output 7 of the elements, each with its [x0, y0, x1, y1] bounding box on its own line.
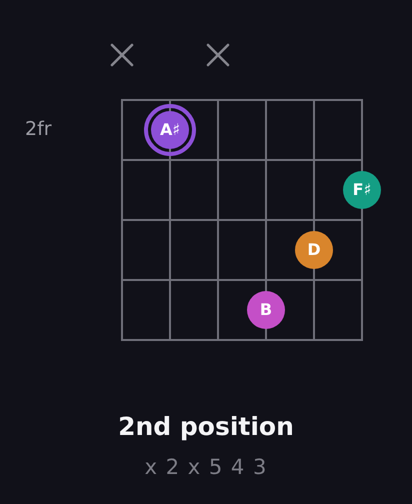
root-note-dot: A♯: [144, 104, 196, 156]
fret-number: 2fr: [25, 118, 52, 140]
note-dot: F♯: [343, 171, 381, 209]
note-dot: D: [295, 231, 333, 269]
note-dot: B: [247, 291, 285, 329]
fingering-caption: x 2 x 5 4 3: [144, 455, 268, 479]
chord-title: 2nd position: [118, 412, 294, 441]
